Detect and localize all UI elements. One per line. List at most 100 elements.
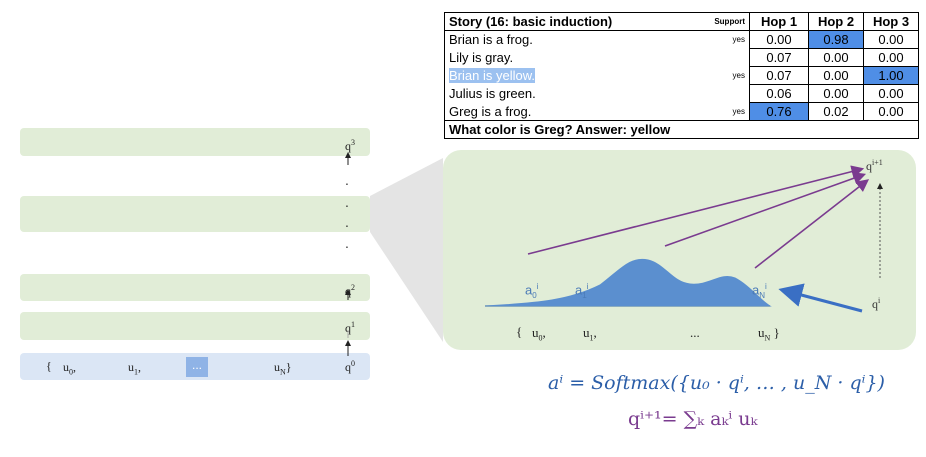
question-row: What color is Greg? Answer: yellow	[444, 120, 919, 139]
q-next-sup: i+1	[872, 158, 883, 167]
attn-a0-base: a	[525, 282, 533, 298]
hop3-cell: 0.00	[863, 30, 919, 49]
hop2-cell: 0.00	[808, 84, 864, 103]
layer-hop3	[20, 128, 370, 156]
input-uN-base: u	[274, 360, 280, 374]
layer-hop1	[20, 312, 370, 340]
hop-detail-panel	[443, 150, 916, 350]
layer-hop-middle	[20, 196, 370, 232]
attn-aN-base: a	[752, 282, 760, 298]
hop3-cell: 0.00	[863, 48, 919, 67]
dot: .	[345, 214, 349, 230]
input-u0-sub: 0	[69, 367, 73, 377]
input-u1-base: u	[128, 360, 134, 374]
table-row: Brian is a frog. yes 0.00 0.98 0.00	[445, 30, 919, 49]
input-uN: uN}	[274, 360, 292, 376]
q0-label: q0	[345, 359, 355, 375]
q0-base: q	[345, 360, 351, 374]
input-u1-sub: 1	[134, 367, 138, 377]
support-cell: yes	[732, 35, 745, 44]
memory-uN-sub: N	[764, 333, 771, 343]
attn-aN-sup: i	[765, 282, 767, 291]
memory-brace-close: }	[773, 325, 780, 340]
q-top-sup: 3	[351, 138, 355, 147]
q-top-base: q	[345, 139, 351, 153]
story-attention-table: Story (16: basic induction) Support Hop …	[444, 12, 919, 139]
arrow-query-to-memory	[778, 283, 863, 313]
input-brace-open: {	[46, 359, 52, 373]
table-row: Brian is yellow. yes 0.07 0.00 1.00	[445, 66, 919, 85]
story-sentence-highlight: Brian is yellow.	[449, 68, 535, 83]
layer-hop2	[20, 274, 370, 301]
attn-a1-base: a	[575, 282, 583, 298]
support-cell: yes	[732, 106, 745, 116]
hop3-cell: 0.00	[863, 84, 919, 103]
story-sentence: Greg is a frog.	[449, 103, 532, 119]
hop2-cell: 0.00	[808, 66, 864, 85]
header-hop3: Hop 3	[863, 12, 919, 31]
attn-a0: a0i	[525, 282, 538, 300]
story-sentence: Julius is green.	[449, 86, 536, 101]
table-header-row: Story (16: basic induction) Support Hop …	[444, 12, 919, 31]
q1-base: q	[345, 321, 351, 335]
q1-label: q1	[345, 320, 355, 336]
dot: .	[345, 194, 349, 210]
memory-uN: uN }	[758, 325, 780, 343]
q2-sup: 2	[351, 283, 355, 292]
input-brace-close: }	[285, 360, 292, 374]
q-current-label: qi	[872, 296, 880, 312]
q-next-base: q	[866, 159, 872, 173]
attn-aN: aNi	[752, 282, 767, 300]
input-uN-sub: N	[280, 367, 286, 377]
table-row: Lily is gray. 0.07 0.00 0.00	[445, 48, 919, 67]
q-next-label: qi+1	[866, 158, 883, 174]
ellipsis-box: ...	[186, 357, 208, 377]
arrow-purple-a0	[527, 165, 865, 255]
update-formula: qⁱ⁺¹= ∑ₖ aₖⁱ uₖ	[628, 408, 758, 430]
hop2-cell: 0.98	[808, 30, 864, 49]
attn-a1: a1i	[575, 282, 588, 300]
dot: .	[345, 172, 349, 188]
q-current-sup: i	[878, 296, 881, 305]
question-answer: What color is Greg? Answer: yellow	[444, 120, 919, 139]
q-current-base: q	[872, 297, 878, 311]
attn-a0-sup: i	[536, 282, 539, 291]
memory-u1: u1,	[583, 325, 597, 343]
table-row: Greg is a frog. yes 0.76 0.02 0.00	[445, 102, 919, 121]
dot: .	[345, 235, 349, 251]
memory-u0: u0,	[532, 325, 546, 343]
input-u0: u0,	[63, 360, 76, 377]
input-u1: u1,	[128, 360, 141, 377]
softmax-formula: aⁱ = Softmax({u₀ · qⁱ, … , u_N · qⁱ})	[548, 372, 885, 394]
hop1-cell: 0.07	[749, 48, 809, 67]
hop1-cell: 0.06	[749, 84, 809, 103]
attn-a0-sub: 0	[532, 290, 537, 300]
attn-aN-sub: N	[759, 290, 766, 300]
header-story: Story (16: basic induction)	[444, 12, 683, 31]
story-sentence: Brian is yellow.	[445, 67, 684, 85]
attn-a1-sup: i	[586, 282, 589, 291]
attention-distribution-icon	[484, 258, 772, 307]
support-cell: yes	[732, 70, 745, 80]
memory-u0-sub: 0	[538, 333, 543, 343]
attn-a1-sub: 1	[582, 290, 587, 300]
arrow-purple-a1	[664, 172, 867, 247]
hop1-cell: 0.76	[749, 102, 809, 121]
memory-u1-sub: 1	[589, 333, 594, 343]
q0-sup: 0	[351, 359, 355, 368]
header-hop1: Hop 1	[749, 12, 809, 31]
hop1-cell: 0.00	[749, 30, 809, 49]
table-row: Julius is green. 0.06 0.00 0.00	[445, 84, 919, 103]
q1-sup: 1	[351, 320, 355, 329]
q-top-label: q3	[345, 138, 355, 154]
hop1-cell: 0.07	[749, 66, 809, 85]
header-support: Support	[683, 12, 750, 31]
memory-uN-base: u	[758, 325, 765, 340]
story-sentence: Lily is gray.	[449, 50, 514, 65]
input-u0-base: u	[63, 360, 69, 374]
zoom-wedge	[370, 158, 443, 342]
arrow-purple-aN	[754, 179, 870, 269]
